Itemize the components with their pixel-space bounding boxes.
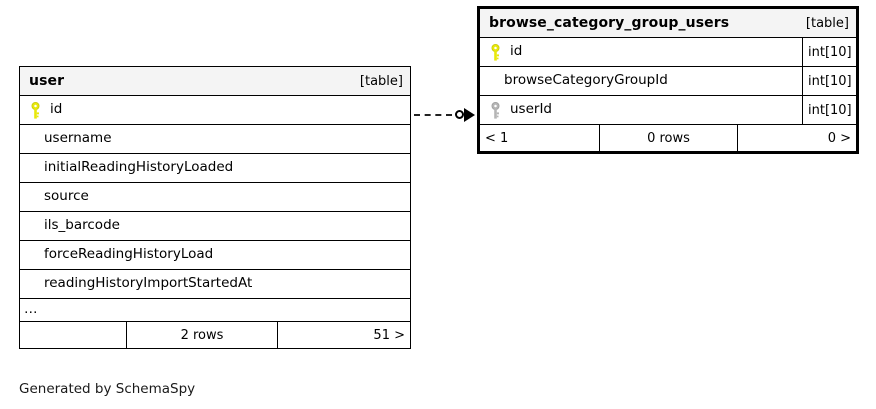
column-label: forceReadingHistoryLoad: [44, 246, 214, 263]
table-kind-label: [table]: [359, 73, 403, 89]
table-header-user: user [table]: [20, 67, 410, 96]
table-kind-label: [table]: [805, 15, 849, 31]
cardinality-zero-icon: [455, 110, 464, 119]
footer-child-count[interactable]: 0 >: [827, 130, 851, 146]
column-name-cell: initialReadingHistoryLoaded: [20, 154, 410, 182]
table-row[interactable]: initialReadingHistoryLoaded: [20, 154, 410, 183]
column-name-cell: id: [20, 96, 410, 124]
table-name-browse-category-group-users: browse_category_group_users: [489, 15, 730, 31]
column-type: int[10]: [802, 96, 856, 124]
cardinality-many-icon: [464, 108, 475, 122]
table-row[interactable]: browseCategoryGroupId int[10]: [480, 67, 856, 96]
column-label: readingHistoryImportStartedAt: [44, 275, 253, 292]
table-row[interactable]: readingHistoryImportStartedAt: [20, 270, 410, 299]
column-name-cell: readingHistoryImportStartedAt: [20, 270, 410, 298]
table-node-browse-category-group-users[interactable]: browse_category_group_users [table] id i…: [477, 6, 859, 154]
column-type: int[10]: [802, 67, 856, 95]
column-name-cell: forceReadingHistoryLoad: [20, 241, 410, 269]
table-row[interactable]: source: [20, 183, 410, 212]
column-label: id: [50, 101, 63, 118]
column-name-cell: username: [20, 125, 410, 153]
column-label: initialReadingHistoryLoaded: [44, 159, 234, 176]
columns-truncated-row: …: [20, 299, 410, 322]
column-name-cell: id: [480, 38, 802, 66]
table-row[interactable]: userId int[10]: [480, 96, 856, 125]
table-footer-browse-category-group-users: < 1 0 rows 0 >: [480, 125, 856, 151]
table-footer-user: 2 rows 51 >: [20, 322, 410, 348]
table-row[interactable]: forceReadingHistoryLoad: [20, 241, 410, 270]
table-name-user: user: [29, 73, 65, 89]
table-row[interactable]: id int[10]: [480, 38, 856, 67]
column-label: browseCategoryGroupId: [504, 72, 668, 89]
relationship-line: [414, 114, 452, 116]
columns-truncated-label: …: [24, 301, 39, 318]
table-row[interactable]: id: [20, 96, 410, 125]
column-name-cell: userId: [480, 96, 802, 124]
table-header-browse-category-group-users: browse_category_group_users [table]: [480, 9, 856, 38]
table-node-user[interactable]: user [table] id user: [19, 66, 411, 349]
column-name-cell: browseCategoryGroupId: [480, 67, 802, 95]
primary-key-icon: [486, 43, 504, 61]
column-name-cell: ils_barcode: [20, 212, 410, 240]
table-row[interactable]: ils_barcode: [20, 212, 410, 241]
column-label: id: [510, 43, 523, 60]
footer-parent-count[interactable]: < 1: [485, 130, 509, 146]
footer-row-count: 0 rows: [599, 125, 738, 151]
footer-child-count[interactable]: 51 >: [373, 327, 405, 343]
footer-parent-count[interactable]: [20, 322, 126, 348]
diagram-caption: Generated by SchemaSpy: [19, 381, 196, 397]
foreign-key-icon: [486, 101, 504, 119]
footer-row-count: 2 rows: [126, 322, 278, 348]
primary-key-icon: [26, 101, 44, 119]
column-label: ils_barcode: [44, 217, 120, 234]
column-name-cell: source: [20, 183, 410, 211]
column-type: int[10]: [802, 38, 856, 66]
column-label: source: [44, 188, 89, 205]
column-label: username: [44, 130, 112, 147]
column-label: userId: [510, 101, 552, 118]
table-row[interactable]: username: [20, 125, 410, 154]
